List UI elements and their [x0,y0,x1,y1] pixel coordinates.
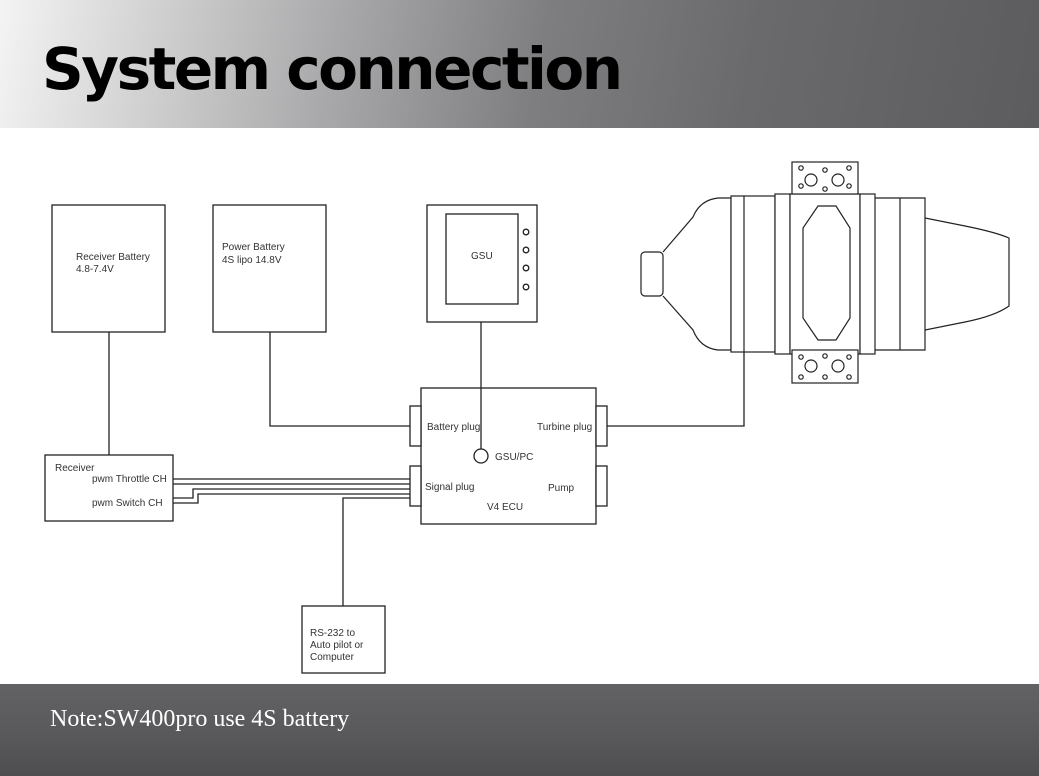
power-battery-wire [269,332,410,427]
slide-title: System connection [42,35,623,103]
rs232-label-line1: RS-232 to [310,628,355,639]
switch-signal-wire [173,488,410,499]
rs232-wire [342,497,410,606]
receiver-box [44,454,174,522]
rs232-box [301,605,386,674]
battery-plug-label: Battery plug [427,422,480,433]
gsu-button-icon [522,228,530,236]
switch-signal-wire [173,493,410,504]
turbine-wire [607,342,745,427]
battery-plug-connector [409,405,422,447]
turbine-engine-icon [640,161,1010,384]
ecu-unit [409,387,608,525]
switch-channel-label: pwm Switch CH [92,498,163,509]
receiver-battery-label: Receiver Battery [76,252,150,263]
gsu-unit [426,204,538,323]
pump-label: Pump [548,483,575,494]
power-battery-label: Power Battery [222,242,285,253]
signal-plug-connector [409,465,422,507]
gsu-label: GSU [471,251,493,262]
signal-plug-label: Signal plug [425,482,474,493]
gsu-button-icon [522,283,530,291]
title-bar: System connection [0,0,1039,128]
turbine-plug-connector [595,405,608,447]
receiver-battery-voltage: 4.8-7.4V [76,264,114,275]
footer-bar: Note:SW400pro use 4S battery [0,684,1039,776]
battery-note: Note:SW400pro use 4S battery [50,706,350,732]
rs232-label-line2: Auto pilot or [310,640,364,651]
receiver-label: Receiver [55,463,95,474]
pump-connector [595,465,608,507]
power-battery-voltage: 4S lipo 14.8V [222,255,282,266]
throttle-channel-label: pwm Throttle CH [92,474,167,485]
gsu-screen [445,213,519,305]
turbine-plug-label: Turbine plug [537,422,592,433]
gsu-button-icon [522,264,530,272]
gsu-button-icon [522,246,530,254]
ecu-name-label: V4 ECU [487,502,523,513]
rs232-label-line3: Computer [310,652,355,663]
receiver-battery-box [51,204,166,333]
power-battery-box [212,204,327,333]
gsu-pc-label: GSU/PC [495,452,533,463]
connection-diagram: Receiver Battery 4.8-7.4V Power Battery … [44,161,1010,674]
